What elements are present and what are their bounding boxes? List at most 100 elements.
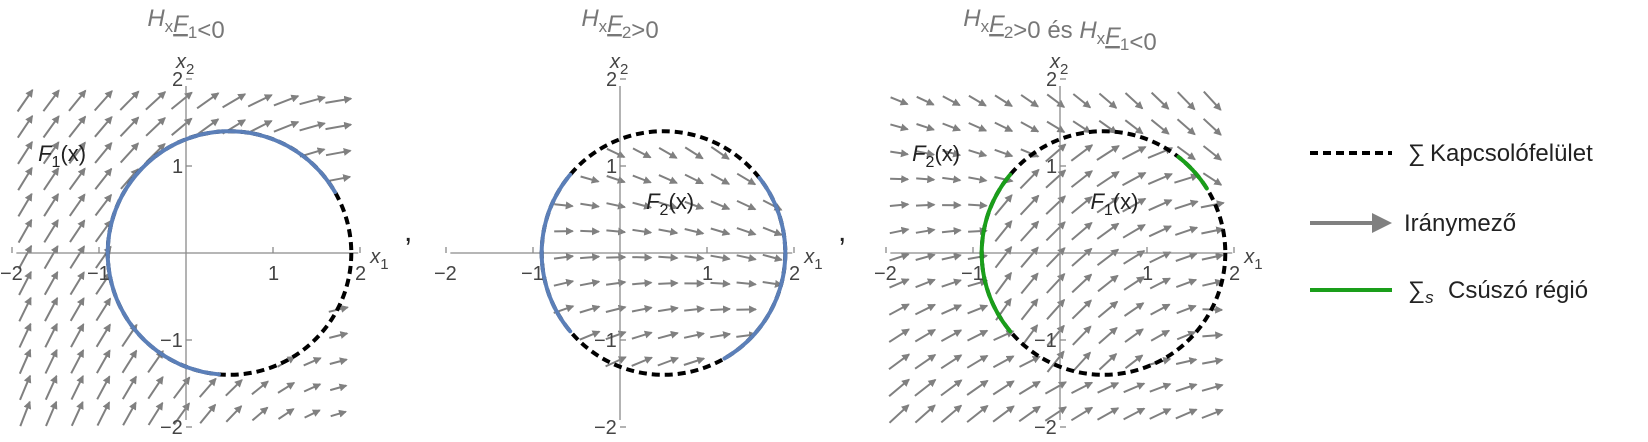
direction-arrow [1020,148,1040,158]
direction-arrow [1046,298,1066,320]
field-label-base: F [912,141,927,166]
panel-title: HxF2>0 [581,5,658,44]
direction-arrow [994,148,1014,158]
direction-arrow [1045,195,1066,215]
direction-arrow [1175,252,1198,262]
direction-arrow [762,253,783,262]
x-axis-label-subscript: 1 [380,256,388,273]
sigma-glyph: ∑ [1408,277,1425,304]
direction-arrow [605,279,627,288]
direction-arrow [1202,145,1222,161]
title-part: <0 [1129,29,1156,56]
sigma-s-symbol: ∑s [1408,277,1434,307]
direction-arrow [44,322,58,348]
direction-arrow [968,175,988,184]
direction-arrow [968,94,987,107]
direction-arrow [710,305,731,314]
direction-arrow [1124,92,1144,110]
direction-arrow [710,173,731,185]
direction-arrow [1098,353,1118,371]
legend-label-switching-surface: Kapcsolófelület [1430,140,1593,167]
direction-arrow [199,403,217,424]
direction-arrow [890,175,910,184]
direction-arrow [1122,223,1146,239]
direction-arrow [68,89,87,112]
y-tick-label: −2 [1034,417,1057,439]
direction-arrow [96,375,111,400]
direction-arrow [147,401,164,426]
y-tick-label: −1 [594,330,617,352]
direction-arrow [657,330,679,340]
direction-arrow [1071,222,1093,241]
direction-arrow [1150,303,1171,316]
direction-arrow [632,227,653,236]
direction-arrow [1122,197,1147,213]
direction-arrow [658,279,679,288]
direction-arrow [1124,354,1144,369]
direction-arrow [888,328,910,343]
direction-arrow [1202,118,1222,136]
direction-arrow [941,304,963,315]
direction-arrow [658,201,679,210]
trajectory-arc [722,176,788,361]
direction-arrow [119,90,140,111]
direction-arrow [888,378,910,397]
direction-arrow [1122,171,1147,187]
title-part: F [1105,23,1121,50]
direction-arrow [631,356,653,367]
direction-arrow [225,379,243,397]
title-part: >0 és [1013,17,1079,44]
direction-arrow [968,122,988,132]
x-tick-label: −2 [874,263,897,285]
direction-arrow [42,141,60,165]
direction-arrow [1203,90,1222,111]
title-part: F [989,11,1005,38]
direction-arrow [580,227,600,236]
direction-arrow [94,115,113,138]
direction-arrow [16,89,34,113]
legend: ∑ Kapcsolófelület Iránymező ∑s Csúszó ré… [1310,140,1593,307]
x-axis-label: x1 [369,246,388,273]
direction-arrow [915,252,936,261]
direction-arrow [329,331,349,339]
direction-arrow [967,329,989,342]
direction-arrow [631,330,653,340]
direction-arrow [994,94,1013,107]
direction-arrow [1097,407,1120,421]
field-label-argument: (x) [934,141,960,166]
title-part: <0 [197,17,224,44]
direction-arrow [684,228,705,236]
direction-arrow [683,331,705,339]
title-part: >0 [631,17,658,44]
direction-arrow [1175,278,1198,289]
direction-arrow [1150,329,1171,342]
direction-arrow [1200,200,1225,209]
direction-arrow [122,401,137,426]
direction-arrow [1097,274,1119,293]
direction-arrow [553,253,575,261]
y-tick-label: −1 [1034,330,1057,352]
direction-arrow [44,374,58,401]
direction-arrow [605,304,627,313]
direction-arrow [251,380,269,396]
direction-arrow [1176,304,1197,315]
x-axis-label: x1 [803,246,822,273]
y-tick-label: 1 [606,156,617,178]
direction-arrow [68,141,86,165]
direction-arrow [273,94,300,107]
direction-arrow [940,379,963,397]
title-part: H [1079,17,1097,44]
direction-arrow [1098,119,1118,134]
panel-title: HxF1<0 [147,5,224,44]
direction-arrow [1096,248,1120,266]
direction-arrow [684,305,705,314]
direction-arrow [17,218,33,244]
direction-arrow [890,123,909,132]
direction-arrow [43,167,60,191]
direction-arrow [1176,145,1196,161]
direction-arrow [1072,93,1092,109]
field-label-argument: (x) [668,189,694,214]
direction-arrow [1096,222,1120,240]
direction-arrow [325,121,353,131]
y-axis-label-subscript: 2 [1060,61,1068,78]
